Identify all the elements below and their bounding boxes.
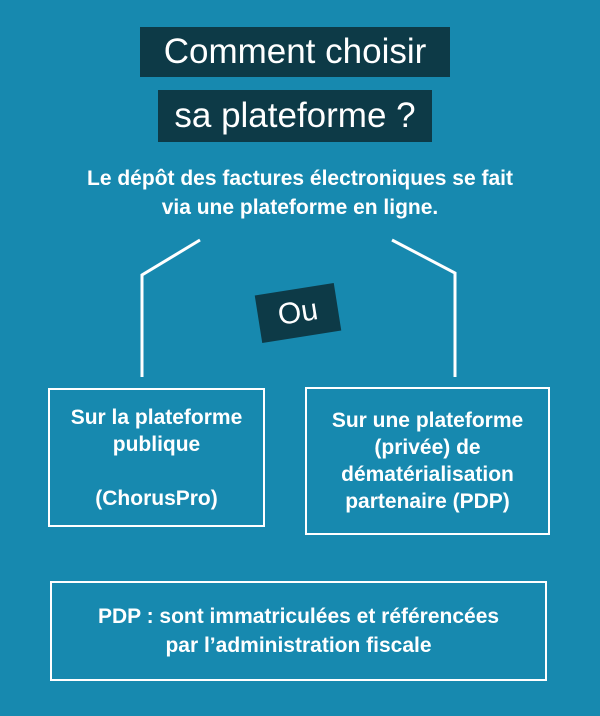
pdp-footnote-box: PDP : sont immatriculées et référencées … — [50, 581, 547, 681]
page-title-line-2: sa plateforme ? — [158, 90, 432, 142]
connector-right-line — [391, 238, 457, 377]
connector-left-line — [140, 238, 201, 377]
intro-text: Le dépôt des factures électroniques se f… — [87, 167, 513, 219]
page-title-line-1: Comment choisir — [140, 27, 450, 77]
option-public-platform-box: Sur la plateforme publique (ChorusPro) — [48, 388, 265, 527]
or-badge: Ou — [254, 283, 342, 343]
option-private-platform-box: Sur une plateforme (privée) de dématéria… — [305, 387, 550, 535]
